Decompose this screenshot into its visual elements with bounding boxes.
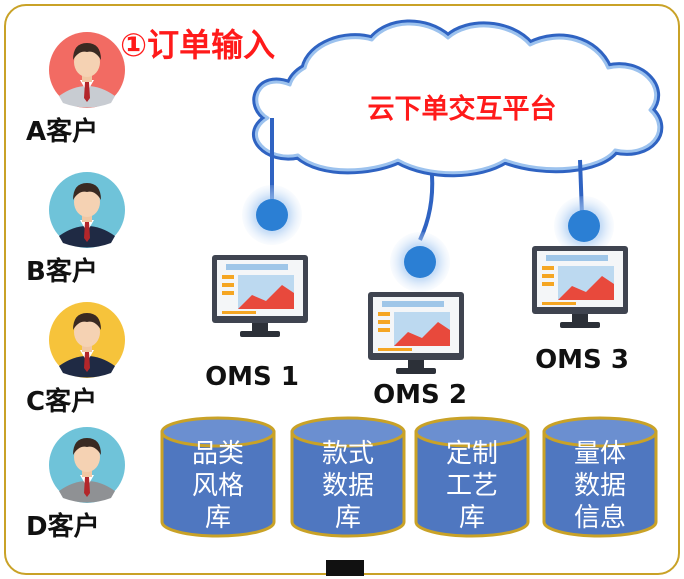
cloud-platform: 云下单交互平台 bbox=[252, 19, 664, 178]
database-label-line: 风格 bbox=[192, 471, 244, 501]
bottom-marker bbox=[326, 560, 364, 576]
customer-label: B客户 bbox=[26, 256, 98, 287]
oms-monitors bbox=[212, 246, 628, 374]
avatar bbox=[49, 302, 125, 378]
database-label-line: 款式 bbox=[322, 439, 374, 469]
oms-label: OMS 2 bbox=[373, 380, 467, 410]
customer-label: D客户 bbox=[26, 511, 100, 542]
monitor-icon bbox=[532, 246, 628, 328]
customer-label: A客户 bbox=[26, 116, 98, 147]
avatar bbox=[49, 172, 125, 248]
customer-label: C客户 bbox=[26, 386, 97, 417]
database-label-line: 定制 bbox=[446, 439, 498, 469]
customer-item: B客户 bbox=[26, 172, 125, 287]
database-label-line: 数据 bbox=[322, 471, 374, 501]
monitor-icon bbox=[212, 255, 308, 337]
avatar bbox=[49, 427, 125, 503]
oms-labels: OMS 1 OMS 2 OMS 3 bbox=[205, 345, 629, 410]
customer-item: D客户 bbox=[26, 427, 125, 542]
database-label-line: 库 bbox=[459, 503, 485, 533]
database-label-line: 工艺 bbox=[446, 471, 498, 501]
network-nodes bbox=[242, 185, 614, 292]
database-label-line: 库 bbox=[205, 503, 231, 533]
customer-list: A客户 B客户 C客户 D客户 bbox=[26, 32, 125, 542]
database-label-line: 品类 bbox=[192, 439, 244, 469]
database-label-line: 库 bbox=[335, 503, 361, 533]
customer-item: C客户 bbox=[26, 302, 125, 417]
oms-label: OMS 1 bbox=[205, 362, 299, 392]
avatar bbox=[49, 32, 125, 108]
node-icon bbox=[390, 232, 450, 292]
oms-label: OMS 3 bbox=[535, 345, 629, 375]
database-label-line: 数据 bbox=[574, 471, 626, 501]
node-icon bbox=[554, 196, 614, 256]
cloud-label: 云下单交互平台 bbox=[368, 93, 557, 125]
database-label-line: 量体 bbox=[574, 439, 626, 469]
connector-oms2 bbox=[418, 174, 435, 241]
database-label-line: 信息 bbox=[574, 503, 626, 533]
page-title: ①订单输入 bbox=[120, 26, 275, 64]
customer-item: A客户 bbox=[26, 32, 125, 147]
monitor-icon bbox=[368, 292, 464, 374]
node-icon bbox=[242, 185, 302, 245]
